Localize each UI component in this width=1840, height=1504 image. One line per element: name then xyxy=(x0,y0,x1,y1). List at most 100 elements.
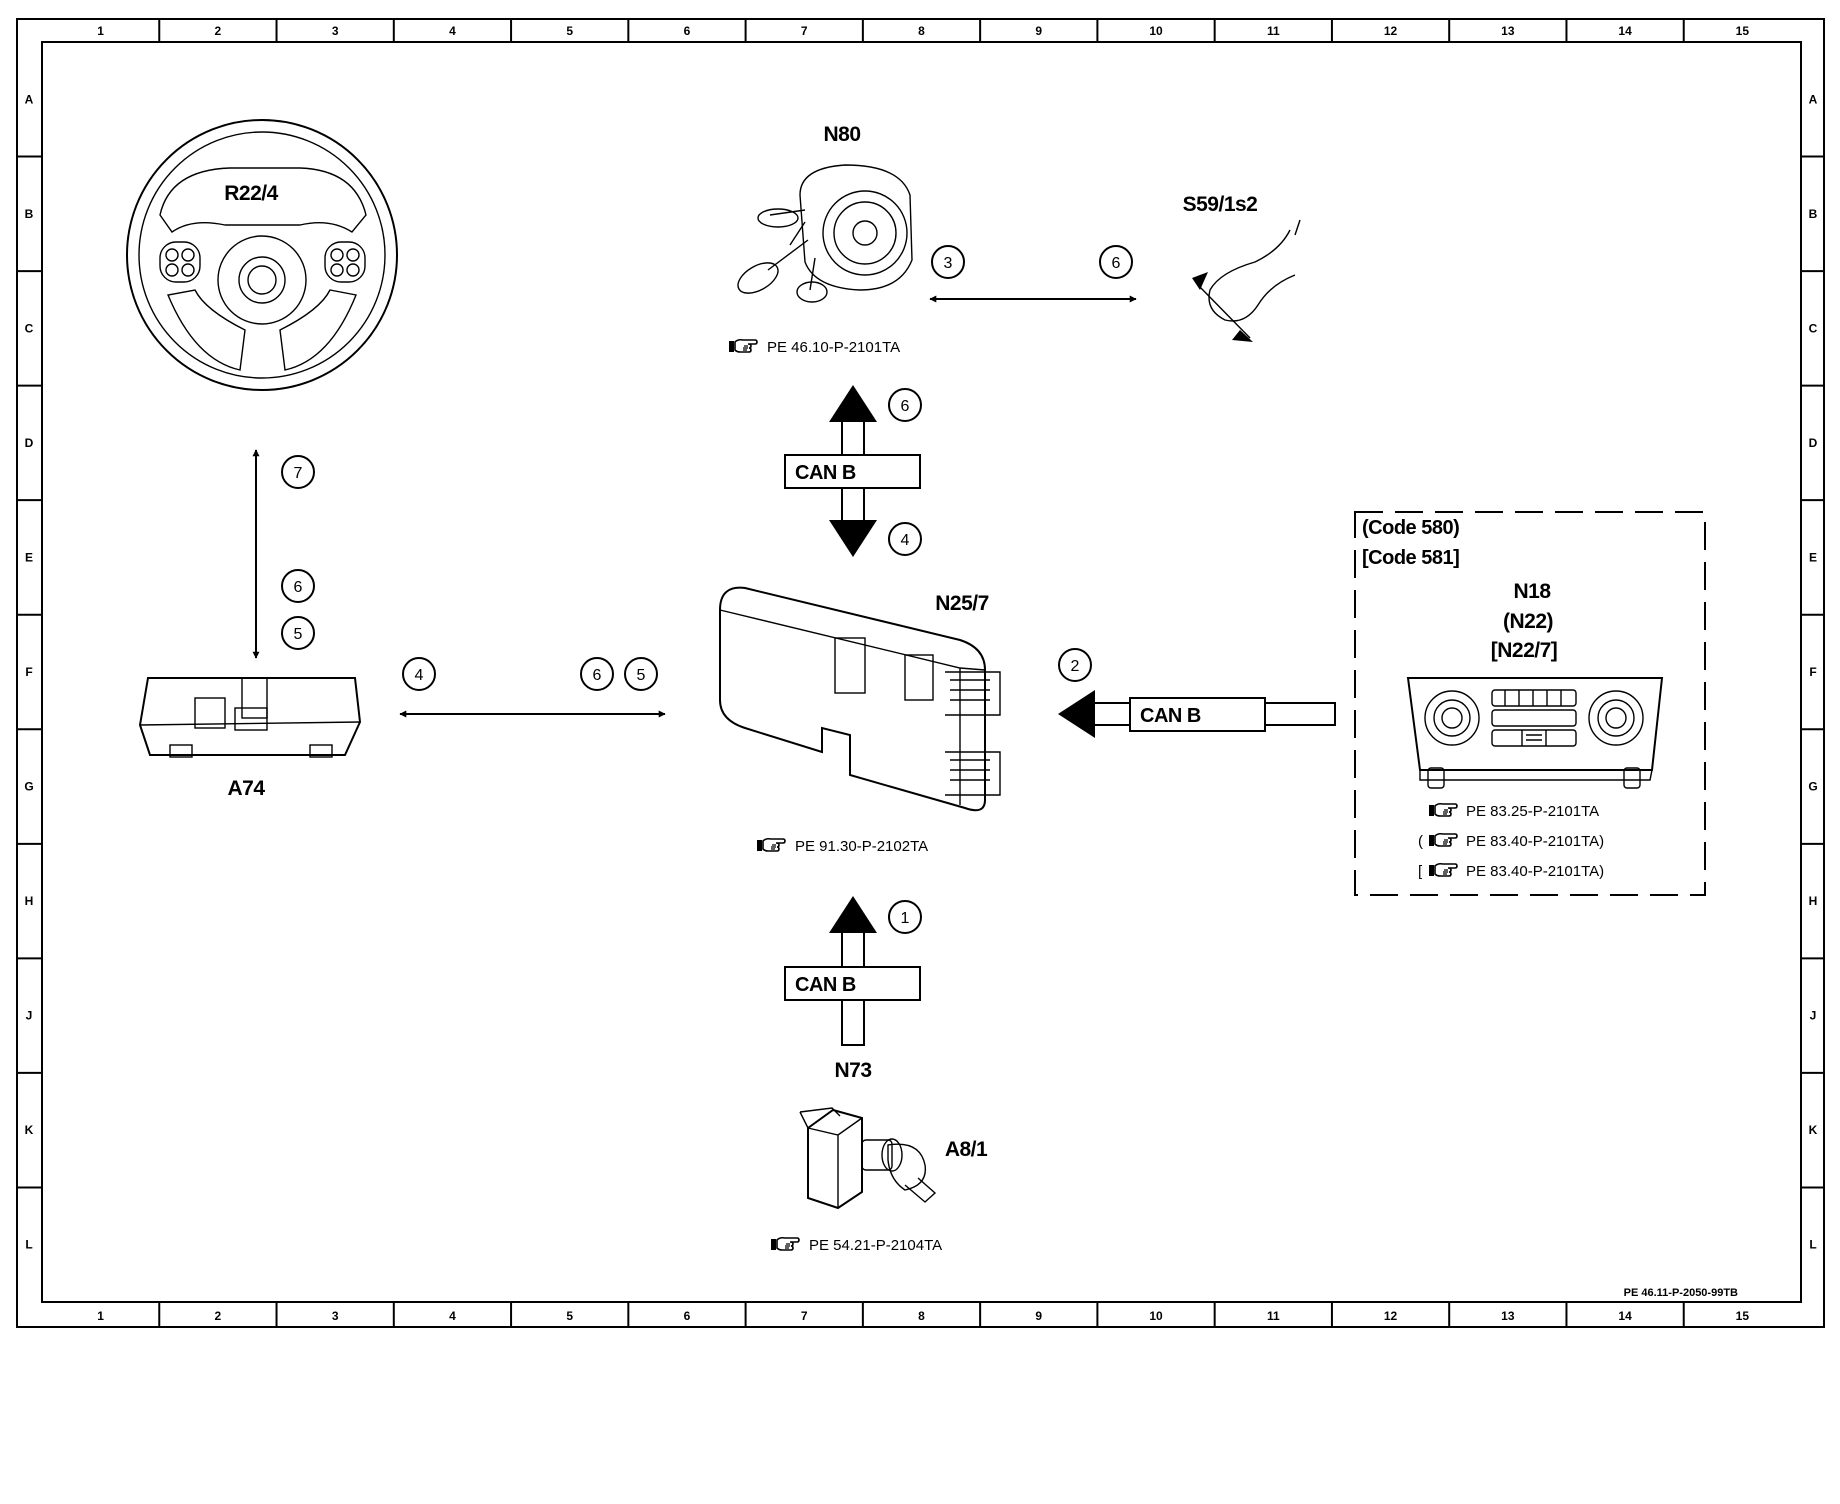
code-581-label: [Code 581] xyxy=(1362,547,1459,569)
n80-reference: PE 46.10-P-2101TA xyxy=(767,339,900,356)
switch-module-icon xyxy=(138,677,362,758)
n80-label: N80 xyxy=(823,123,860,146)
grid-column-label-bottom: 5 xyxy=(566,1309,573,1323)
n73-reference: PE 54.21-P-2104TA xyxy=(809,1237,942,1254)
a8-1-label: A8/1 xyxy=(945,1138,988,1161)
climate-control-panel-icon xyxy=(1406,677,1664,789)
grid-row-label-left: C xyxy=(25,321,34,335)
n18-reference: PE 83.25-P-2101TA xyxy=(1466,803,1599,820)
r22-4-label: R22/4 xyxy=(224,182,278,205)
grid-column-label-bottom: 2 xyxy=(215,1309,222,1323)
steering-wheel-icon xyxy=(126,119,398,391)
grid-row-label-left: A xyxy=(25,92,34,106)
signal-n80-right: 6 xyxy=(1099,245,1133,279)
grid-row-label-left: J xyxy=(26,1009,33,1023)
reference-hand-icon xyxy=(1428,802,1458,817)
can-b-link-ignition: CAN B xyxy=(784,896,921,1046)
grid-column-label-bottom: 1 xyxy=(97,1309,104,1323)
grid-row-label-left: L xyxy=(25,1238,32,1252)
grid-column-label-top: 3 xyxy=(332,24,339,38)
signal-n80-left: 3 xyxy=(931,245,965,279)
grid-column-label-top: 13 xyxy=(1501,24,1515,38)
signal-r22-a74-low: 5 xyxy=(281,616,315,650)
grid-column-label-top: 4 xyxy=(449,24,456,38)
grid-column-label-top: 14 xyxy=(1618,24,1632,38)
grid-column-label-top: 6 xyxy=(684,24,691,38)
svg-text:5: 5 xyxy=(294,626,303,643)
n18-label: N18 xyxy=(1513,580,1551,603)
grid-row-label-right: J xyxy=(1810,1009,1817,1023)
grid-row-label-right: G xyxy=(1808,780,1817,794)
reference-hand-icon xyxy=(756,837,786,852)
n22-reference-open: ( xyxy=(1418,833,1423,850)
grid-column-label-bottom: 15 xyxy=(1736,1309,1750,1323)
grid-row-label-right: K xyxy=(1809,1123,1818,1137)
grid-row-label-left: H xyxy=(25,894,34,908)
selector-switch-icon xyxy=(1192,219,1301,342)
control-unit-icon xyxy=(719,586,1001,812)
grid-column-label-bottom: 12 xyxy=(1384,1309,1398,1323)
n22-7-reference: PE 83.40-P-2101TA) xyxy=(1466,863,1604,880)
signal-can-up: 6 xyxy=(888,388,922,422)
svg-text:6: 6 xyxy=(593,667,602,684)
a74-label: A74 xyxy=(227,777,265,800)
reference-hand-icon xyxy=(1428,832,1458,847)
grid-column-label-bottom: 14 xyxy=(1618,1309,1632,1323)
n25-7-reference: PE 91.30-P-2102TA xyxy=(795,838,928,855)
grid-row-label-left: B xyxy=(25,207,34,221)
grid-reference-cells: 1122334455667788991010111112121313141415… xyxy=(17,19,1824,1327)
svg-text:CAN B: CAN B xyxy=(1140,705,1201,727)
grid-row-label-right: D xyxy=(1809,436,1818,450)
s59-1s2-label: S59/1s2 xyxy=(1183,193,1258,216)
document-id: PE 46.11-P-2050-99TB xyxy=(1624,1287,1738,1299)
signal-ignition: 1 xyxy=(888,900,922,934)
signal-climate: 2 xyxy=(1058,648,1092,682)
optional-equipment-box xyxy=(1354,511,1706,896)
grid-row-label-left: D xyxy=(25,436,34,450)
grid-column-label-top: 1 xyxy=(97,24,104,38)
grid-row-label-right: C xyxy=(1809,321,1818,335)
svg-text:4: 4 xyxy=(415,667,424,684)
svg-text:CAN B: CAN B xyxy=(795,974,856,996)
n22-7-reference-open: [ xyxy=(1418,863,1423,880)
reference-hand-icon xyxy=(770,1236,800,1251)
grid-column-label-bottom: 10 xyxy=(1149,1309,1163,1323)
grid-row-label-right: L xyxy=(1809,1238,1816,1252)
grid-row-label-left: E xyxy=(25,550,33,564)
grid-column-label-bottom: 6 xyxy=(684,1309,691,1323)
n73-label: N73 xyxy=(834,1059,871,1082)
grid-row-label-right: F xyxy=(1809,665,1816,679)
signal-r22-a74-mid: 6 xyxy=(281,569,315,603)
svg-text:1: 1 xyxy=(901,910,910,927)
n22-label: (N22) xyxy=(1503,610,1553,633)
can-b-link-climate: CAN B xyxy=(1058,690,1336,738)
svg-text:6: 6 xyxy=(1112,255,1121,272)
signal-a74-right-1: 6 xyxy=(580,657,614,691)
grid-column-label-top: 10 xyxy=(1149,24,1163,38)
n22-7-label: [N22/7] xyxy=(1491,639,1558,662)
grid-column-label-bottom: 9 xyxy=(1035,1309,1042,1323)
reference-hand-icon xyxy=(1428,862,1458,877)
reference-hand-icon xyxy=(728,338,758,353)
svg-text:6: 6 xyxy=(294,579,303,596)
svg-text:CAN B: CAN B xyxy=(795,462,856,484)
grid-row-label-left: F xyxy=(25,665,32,679)
grid-column-label-bottom: 4 xyxy=(449,1309,456,1323)
grid-row-label-left: K xyxy=(25,1123,34,1137)
can-b-link-n80: CAN B xyxy=(784,385,921,557)
grid-column-label-top: 2 xyxy=(215,24,222,38)
svg-text:6: 6 xyxy=(901,398,910,415)
grid-row-label-right: H xyxy=(1809,894,1818,908)
grid-column-label-bottom: 8 xyxy=(918,1309,925,1323)
grid-column-label-bottom: 3 xyxy=(332,1309,339,1323)
grid-column-label-bottom: 7 xyxy=(801,1309,808,1323)
signal-r22-a74-top: 7 xyxy=(281,455,315,489)
svg-text:4: 4 xyxy=(901,532,910,549)
grid-column-label-top: 9 xyxy=(1035,24,1042,38)
grid-row-label-right: B xyxy=(1809,207,1818,221)
ignition-lock-icon xyxy=(799,1107,937,1210)
grid-column-label-top: 7 xyxy=(801,24,808,38)
grid-row-label-right: E xyxy=(1809,550,1817,564)
n25-7-label: N25/7 xyxy=(935,592,989,615)
grid-row-label-right: A xyxy=(1809,92,1818,106)
